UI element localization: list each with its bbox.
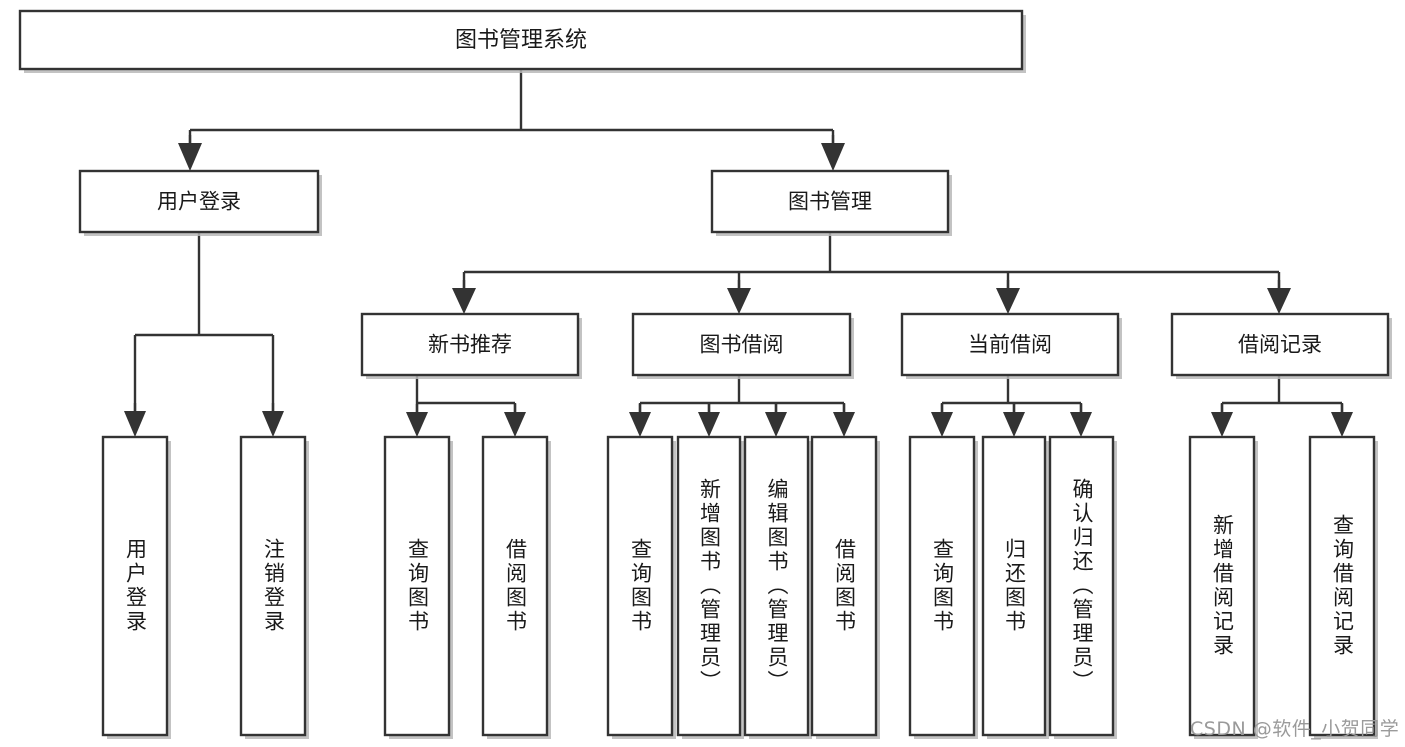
arrow-leaf-query-book-3 (931, 412, 953, 437)
node-label-book-borrow: 图书借阅 (700, 333, 784, 357)
node-box-leaf-borrow-book-1[interactable] (481, 435, 549, 737)
node-box-book-manage[interactable] (710, 169, 950, 234)
arrow-user-login (178, 143, 202, 171)
node-box-user-login[interactable] (78, 169, 320, 234)
arrow-leaf-add-book (698, 412, 720, 437)
arrow-leaf-return-book (1003, 412, 1025, 437)
node-box-leaf-query-record[interactable] (1308, 435, 1376, 737)
node-box-leaf-query-book-1[interactable] (383, 435, 451, 737)
arrow-leaf-query-record (1331, 412, 1353, 437)
node-box-leaf-user-login[interactable] (101, 435, 169, 737)
arrow-book-borrow (727, 288, 751, 314)
arrow-leaf-add-record (1211, 412, 1233, 437)
node-label-borrow-record: 借阅记录 (1238, 333, 1322, 357)
node-box-leaf-borrow-book-2[interactable] (810, 435, 878, 737)
node-box-layer (18, 9, 1392, 739)
node-box-leaf-add-book[interactable] (676, 435, 742, 737)
node-box-new-book-recommend[interactable] (360, 312, 580, 377)
arrow-leaf-user-logout (262, 411, 284, 437)
arrow-leaf-borrow-book-1 (504, 412, 526, 437)
node-box-leaf-user-logout[interactable] (239, 435, 307, 737)
node-label-book-manage: 图书管理 (788, 190, 872, 214)
node-box-leaf-query-book-3[interactable] (908, 435, 976, 737)
arrow-borrow-record (1267, 288, 1291, 314)
node-label-root: 图书管理系统 (455, 28, 587, 53)
arrow-leaf-confirm-return (1070, 412, 1092, 437)
node-box-book-borrow[interactable] (631, 312, 852, 377)
node-box-leaf-query-book-2[interactable] (606, 435, 674, 737)
node-box-leaf-confirm-return[interactable] (1048, 435, 1115, 737)
arrow-new-book (452, 288, 476, 314)
arrow-leaf-query-book-2 (629, 412, 651, 437)
arrow-current-borrow (996, 288, 1020, 314)
arrow-leaf-borrow-book-2 (833, 412, 855, 437)
arrow-layer (124, 135, 1353, 437)
node-label-new-book-recommend: 新书推荐 (428, 333, 512, 357)
arrow-book-manage (821, 143, 845, 171)
node-label-current-borrow: 当前借阅 (968, 333, 1052, 357)
node-box-leaf-add-record[interactable] (1188, 435, 1256, 737)
arrow-leaf-edit-book (765, 412, 787, 437)
node-box-root[interactable] (18, 9, 1024, 71)
node-label-user-login: 用户登录 (157, 190, 241, 214)
node-box-leaf-edit-book[interactable] (743, 435, 810, 737)
arrow-leaf-user-login (124, 411, 146, 437)
arrow-leaf-query-book-1 (406, 412, 428, 437)
node-box-leaf-return-book[interactable] (981, 435, 1047, 737)
node-box-borrow-record[interactable] (1170, 312, 1390, 377)
csdn-watermark: CSDN @软件_小贺同学 (1190, 718, 1400, 740)
node-box-current-borrow[interactable] (900, 312, 1120, 377)
